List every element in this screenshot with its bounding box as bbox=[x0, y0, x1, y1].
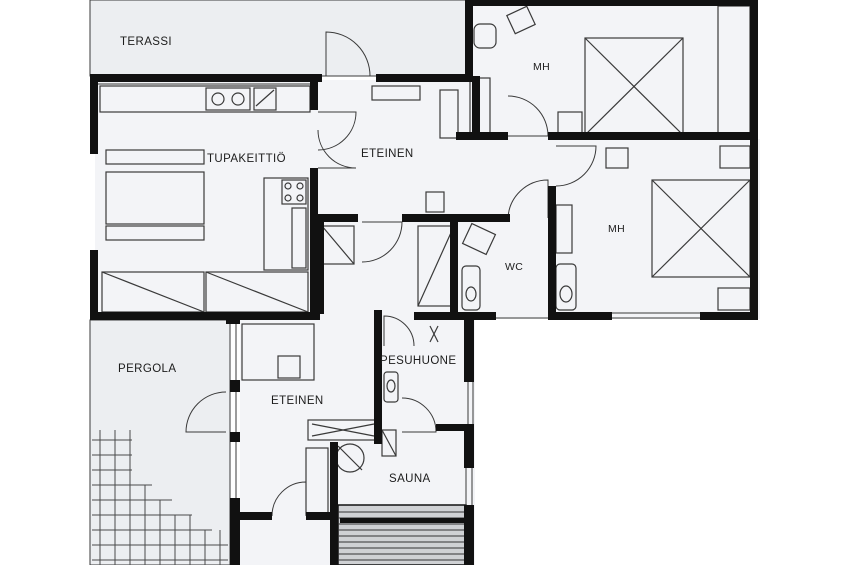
room-labels: TERASSI MH TUPAKEITTIÖ ETEINEN MH WC PER… bbox=[118, 36, 625, 485]
room-label-mh-right: MH bbox=[608, 223, 625, 235]
room-label-sauna: SAUNA bbox=[389, 473, 431, 485]
hall-furniture bbox=[321, 85, 455, 307]
sauna-benches bbox=[337, 504, 467, 565]
pergola-grid bbox=[92, 430, 228, 565]
lower-hall-fixtures bbox=[241, 323, 439, 515]
room-label-mh-top: MH bbox=[533, 61, 550, 73]
walls bbox=[90, 0, 758, 565]
terrace-area bbox=[89, 0, 469, 77]
room-label-pergola: PERGOLA bbox=[118, 363, 176, 375]
room-label-eteinen-main: ETEINEN bbox=[361, 148, 414, 160]
room-label-tupakeittio: TUPAKEITTIÖ bbox=[207, 153, 286, 165]
room-label-eteinen-lower: ETEINEN bbox=[271, 395, 324, 407]
room-label-pesuhuone: PESUHUONE bbox=[380, 355, 456, 367]
door-swings bbox=[185, 31, 597, 517]
room-label-wc: WC bbox=[505, 261, 523, 273]
wc-fixtures bbox=[461, 222, 497, 311]
room-label-terassi: TERASSI bbox=[120, 36, 172, 48]
